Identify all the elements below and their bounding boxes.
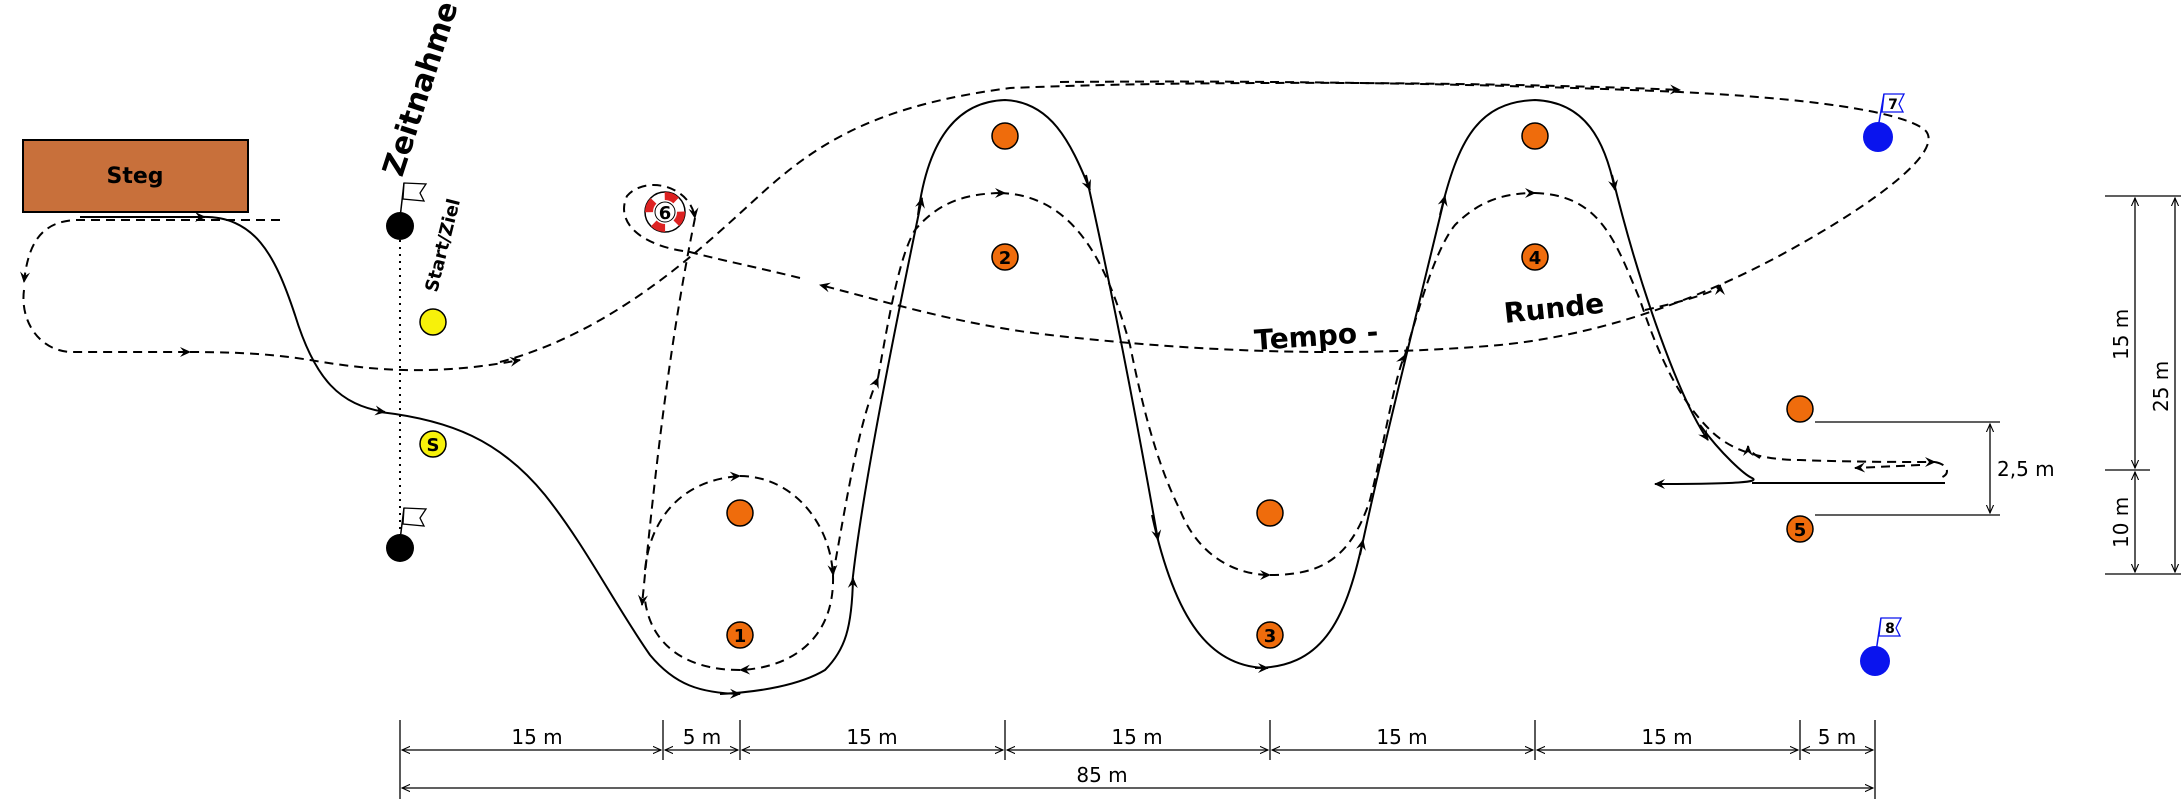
orange-buoy [1786, 395, 1814, 423]
buoy-2-label: 2 [999, 248, 1012, 269]
dim-label: 15 m [1376, 725, 1427, 749]
tempo-round-path [20, 80, 1948, 675]
dim-label: 15 m [511, 725, 562, 749]
bottom-dimension-labels: 15 m 5 m 15 m 15 m 15 m 15 m 5 m 85 m [511, 725, 1856, 787]
orange-buoy-3 [1256, 621, 1284, 649]
dim-label: 15 m [1111, 725, 1162, 749]
dim-small-label: 2,5 m [1997, 457, 2055, 481]
steg-label: Steg [106, 164, 163, 189]
blue-buoy-8 [1860, 646, 1890, 676]
steg-dock [22, 139, 249, 213]
orange-buoy [1256, 499, 1284, 527]
dim-label: 15 m [1641, 725, 1692, 749]
blue-buoy-7 [1863, 122, 1893, 152]
yellow-buoy [419, 308, 447, 336]
dim-label: 15 m [846, 725, 897, 749]
zeitnahme-label: Zeitnahme [376, 0, 465, 180]
buoy-3-label: 3 [1264, 626, 1277, 647]
side-dimension-small [1815, 421, 2000, 516]
bottom-dimensions [399, 720, 1876, 799]
orange-buoy-4 [1521, 243, 1549, 271]
dim-label: 5 m [683, 725, 722, 749]
start-buoy-bottom [386, 534, 414, 562]
orange-buoy-1 [726, 621, 754, 649]
orange-buoy [726, 499, 754, 527]
dim-right-25-label: 25 m [2149, 361, 2173, 412]
dim-total-label: 85 m [1076, 763, 1127, 787]
orange-buoy [1521, 122, 1549, 150]
orange-buoy-5 [1786, 515, 1814, 543]
race-course-path [80, 98, 1945, 699]
start-ziel-label: Start/Ziel [421, 197, 464, 295]
buoy-1-label: 1 [734, 626, 747, 647]
start-buoy-top [386, 212, 414, 240]
right-dimensions [2105, 195, 2181, 575]
dim-right-15-label: 15 m [2109, 309, 2133, 360]
s-marker-label: S [427, 435, 440, 456]
dim-right-10-label: 10 m [2109, 497, 2133, 548]
dim-label: 5 m [1818, 725, 1857, 749]
runde-label: Runde [1502, 287, 1605, 330]
tempo-label: Tempo - [1253, 315, 1379, 357]
orange-buoy [991, 122, 1019, 150]
buoy-5-label: 5 [1794, 520, 1807, 541]
buoy-4-label: 4 [1529, 248, 1542, 269]
orange-buoy-2 [991, 243, 1019, 271]
flag-8-label: 8 [1885, 621, 1895, 637]
buoy-6-label: 6 [659, 203, 672, 224]
yellow-buoy-s [419, 430, 447, 458]
lifebuoy-icon [644, 191, 686, 233]
flag-7-label: 7 [1888, 97, 1898, 113]
